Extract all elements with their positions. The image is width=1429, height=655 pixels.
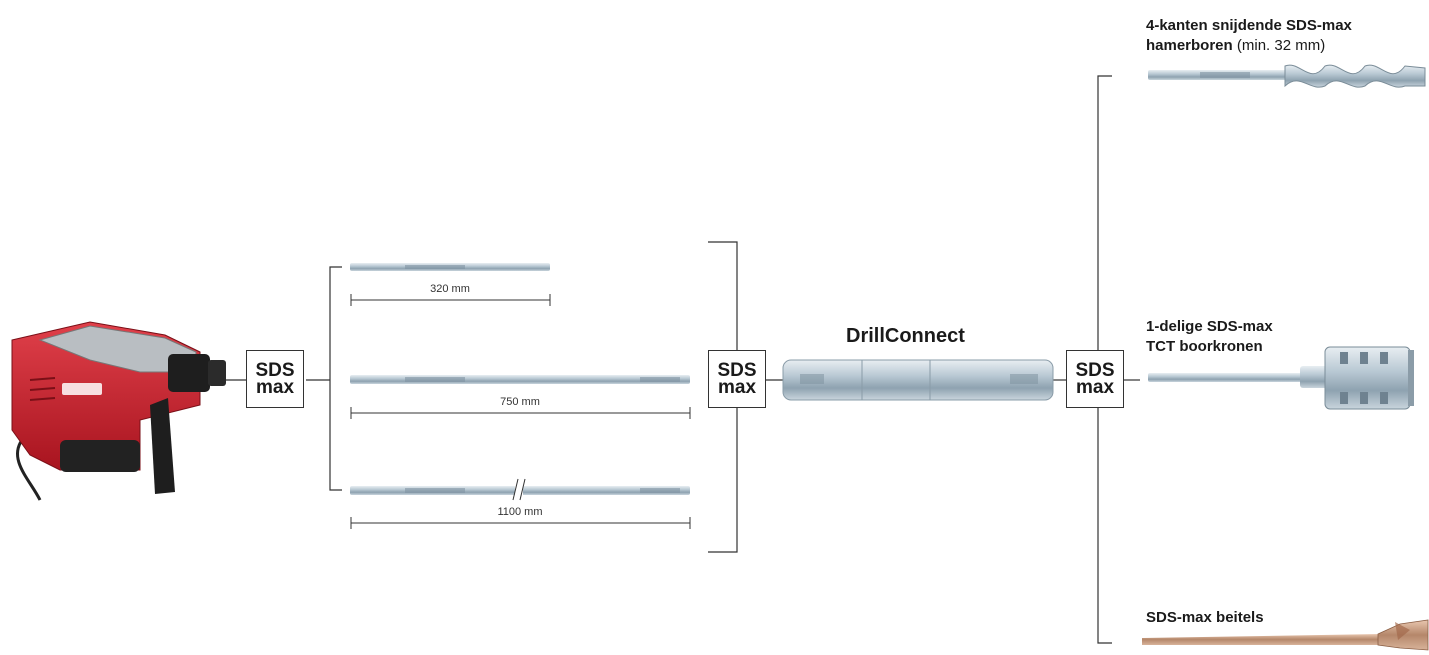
drillconnect-adapter: [782, 359, 1054, 401]
max-label: max: [255, 377, 295, 398]
output-label-line: 4-kanten snijdende SDS-max: [1146, 17, 1352, 34]
extension-bar-750: [350, 375, 690, 384]
output-label-chisels: SDS-max beitels: [1146, 608, 1264, 628]
max-label: max: [1075, 377, 1115, 398]
chisel-bit: [1142, 619, 1429, 651]
sds-label: SDS: [255, 360, 295, 381]
sds-max-connector-middle: SDS max: [708, 350, 766, 408]
rotary-hammer-tool: [11, 321, 226, 501]
core-drill-bit: [1148, 346, 1414, 410]
sds-max-connector-left: SDS max: [246, 350, 304, 408]
hammer-drill-bit: [1148, 64, 1426, 88]
output-label-bold: hamerboren: [1146, 37, 1233, 54]
length-label-750: 750 mm: [500, 396, 540, 408]
sds-label: SDS: [717, 360, 757, 381]
output-label-note: (min. 32 mm): [1232, 37, 1326, 54]
output-label-core-bits: 1-delige SDS-max TCT boorkronen: [1146, 317, 1273, 357]
output-label-line: SDS-max beitels: [1146, 609, 1264, 626]
dimension-line-750: [350, 407, 691, 419]
max-label: max: [717, 377, 757, 398]
output-label-line: TCT boorkronen: [1146, 338, 1263, 355]
output-label-line: 1-delige SDS-max: [1146, 318, 1273, 335]
sds-label: SDS: [1075, 360, 1115, 381]
extension-bar-1100: [350, 478, 690, 501]
dimension-line-1100: [350, 517, 691, 529]
dimension-line-320: [350, 294, 551, 306]
length-label-320: 320 mm: [430, 283, 470, 295]
drillconnect-title: DrillConnect: [846, 325, 965, 347]
length-label-1100: 1100 mm: [497, 506, 543, 518]
output-label-hammer-bits: 4-kanten snijdende SDS-max hamerboren (m…: [1146, 16, 1352, 56]
sds-max-connector-right: SDS max: [1066, 350, 1124, 408]
extension-bar-320: [350, 263, 550, 271]
